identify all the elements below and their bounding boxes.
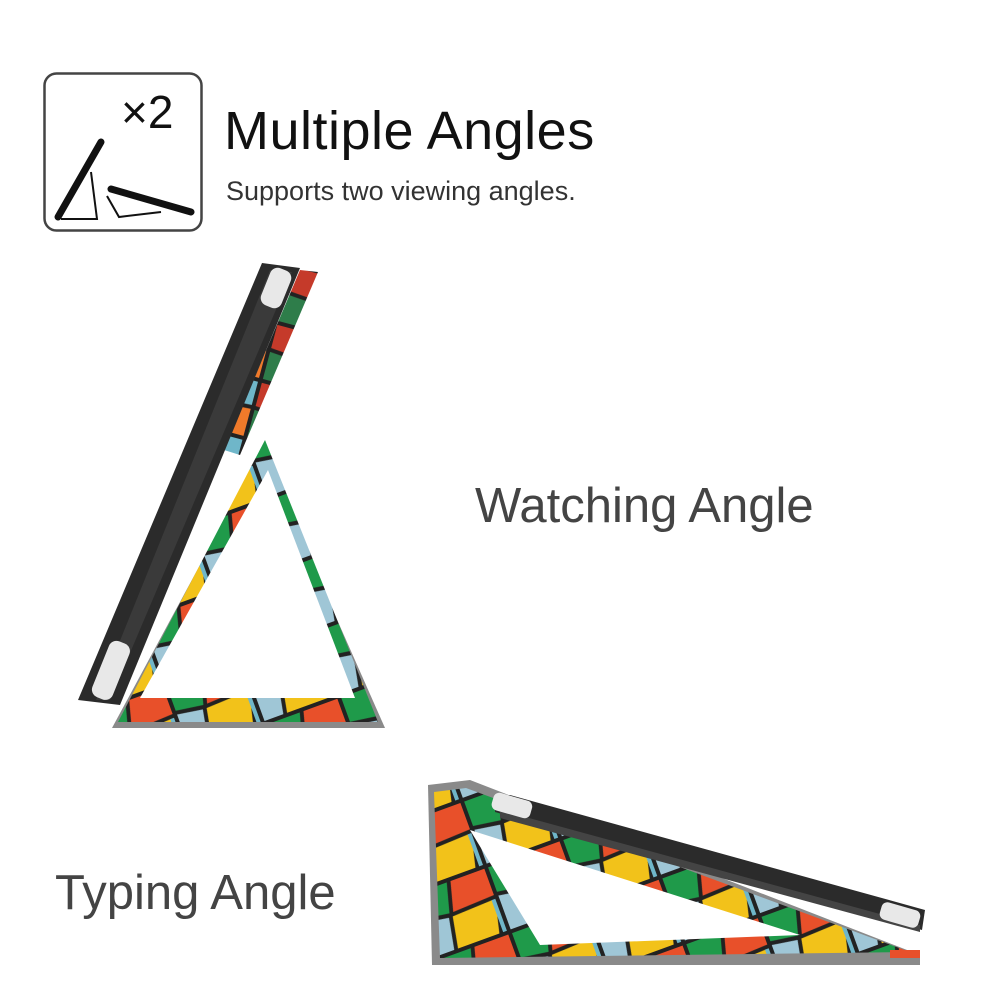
watching-angle-stand: [78, 263, 385, 728]
typing-angle-label: Typing Angle: [55, 866, 336, 920]
watching-angle-label: Watching Angle: [475, 479, 814, 533]
badge-text: ×2: [121, 86, 173, 138]
page-title: Multiple Angles: [224, 101, 595, 161]
typing-angle-stand: [428, 780, 925, 965]
multiple-angles-icon: ×2: [43, 72, 203, 232]
page-subtitle: Supports two viewing angles.: [226, 176, 576, 206]
